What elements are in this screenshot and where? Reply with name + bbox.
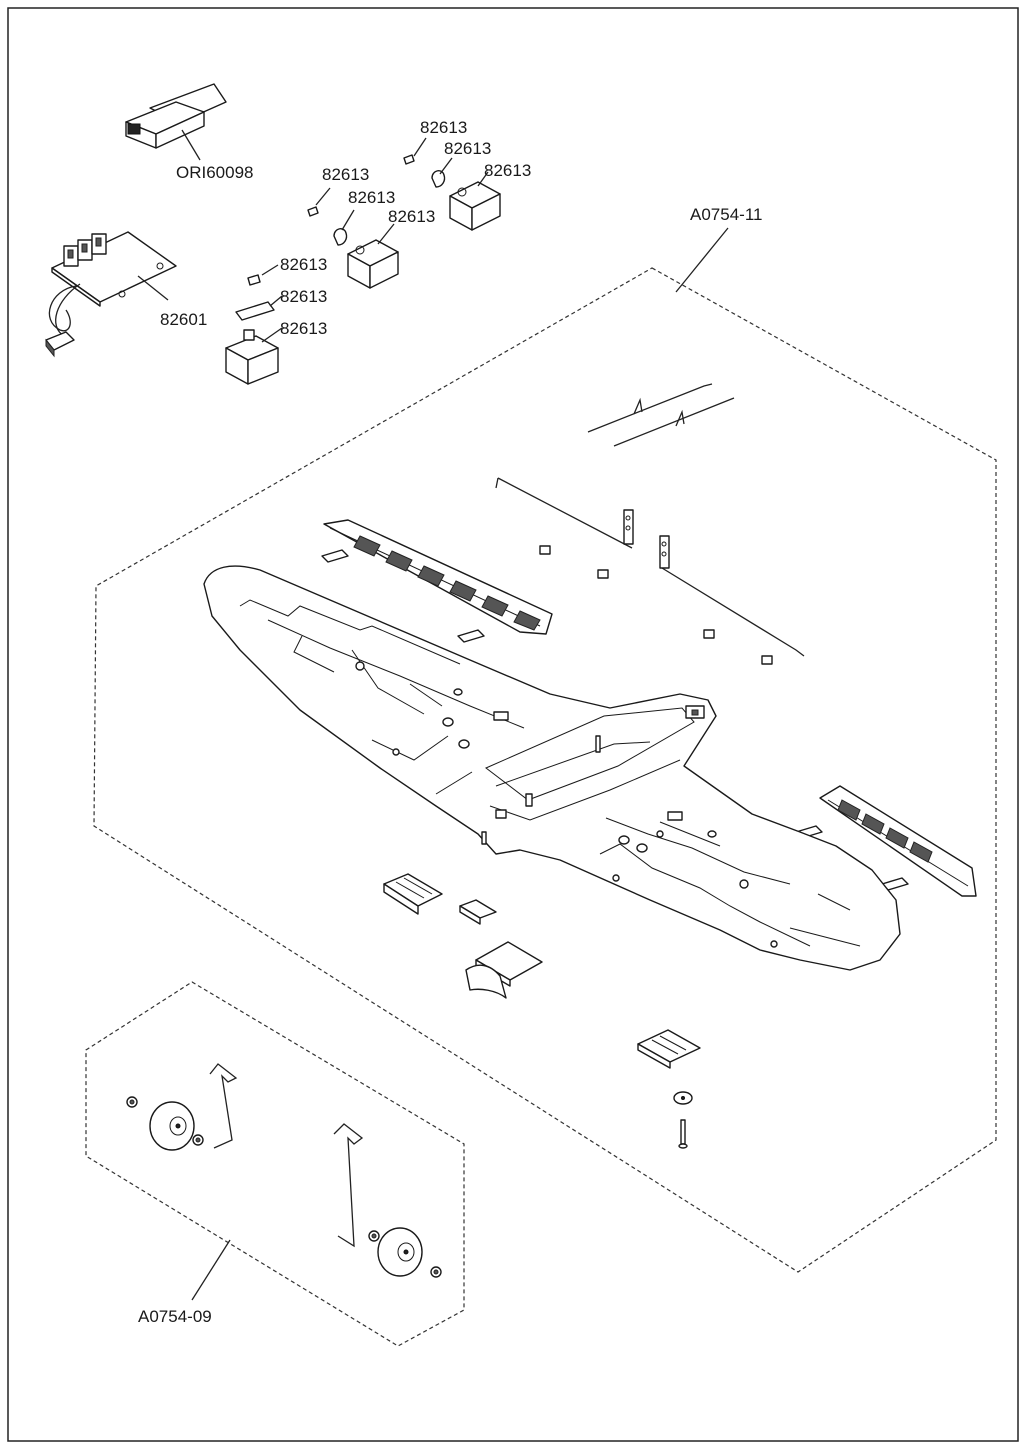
receiver-board-part (45, 231, 177, 358)
label-82613-2: 82613 (444, 139, 491, 158)
page-border (7, 7, 1019, 1442)
assembly-boundary-a0754-09 (85, 981, 465, 1347)
label-82601: 82601 (160, 310, 207, 329)
elevator-left (323, 519, 553, 635)
label-82613-3: 82613 (484, 161, 531, 180)
label-82613-6: 82613 (388, 207, 435, 226)
servo-tray (383, 873, 443, 915)
label-82613-9: 82613 (280, 319, 327, 338)
latch-plate (637, 1029, 701, 1069)
label-a0754-09: A0754-09 (138, 1307, 212, 1326)
label-82613-7: 82613 (280, 255, 327, 274)
landing-gear-right (333, 1123, 442, 1278)
label-a0754-11: A0754-11 (690, 205, 762, 224)
landing-gear-left (126, 1063, 238, 1151)
label-82613-1: 82613 (420, 118, 467, 137)
battery-hatch (465, 941, 543, 999)
hinge-clips-left (321, 549, 485, 643)
wing-body (203, 565, 901, 971)
washer-and-screw (673, 1091, 693, 1149)
label-82613-4: 82613 (322, 165, 369, 184)
label-ori60098: ORI60098 (176, 163, 254, 182)
assembly-boundary-a0754-11 (93, 267, 997, 1273)
pushrods (495, 383, 805, 657)
label-82613-8: 82613 (280, 287, 327, 306)
battery-part (125, 83, 227, 161)
clip-part (459, 899, 497, 925)
label-82613-5: 82613 (348, 188, 395, 207)
control-horns (623, 509, 670, 569)
servo-group (225, 137, 501, 385)
pushrod-clips (539, 545, 773, 665)
elevator-right (819, 785, 977, 897)
